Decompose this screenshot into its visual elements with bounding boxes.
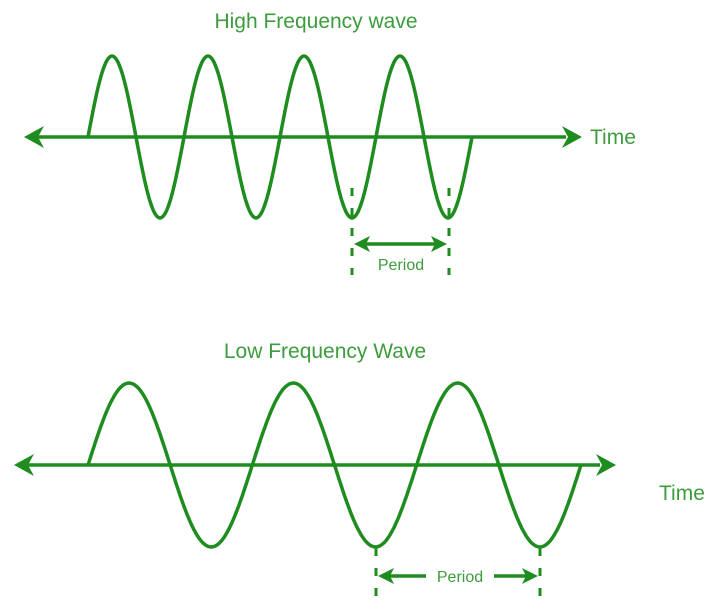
- low-period-label: Period: [437, 569, 483, 586]
- low-frequency-title: Low Frequency Wave: [224, 340, 426, 363]
- high-frequency-wave: [86, 54, 474, 220]
- period-arrow-left-icon: [378, 568, 394, 584]
- arrow-left-icon: [24, 126, 44, 148]
- period-arrow-right-icon: [522, 568, 538, 584]
- period-arrow-right-icon: [431, 236, 447, 252]
- high-frequency-panel: High Frequency wave Time Period: [24, 10, 636, 275]
- high-frequency-title: High Frequency wave: [214, 10, 417, 33]
- low-frequency-wave: [86, 381, 583, 549]
- period-arrow-left-icon: [354, 236, 370, 252]
- high-period-label: Period: [378, 257, 424, 274]
- arrow-left-icon: [14, 454, 34, 476]
- low-time-label: Time: [659, 482, 705, 505]
- arrow-right-icon: [596, 454, 616, 476]
- low-frequency-panel: Low Frequency Wave Time Period: [14, 340, 705, 604]
- arrow-right-icon: [562, 126, 582, 148]
- high-time-label: Time: [590, 126, 636, 149]
